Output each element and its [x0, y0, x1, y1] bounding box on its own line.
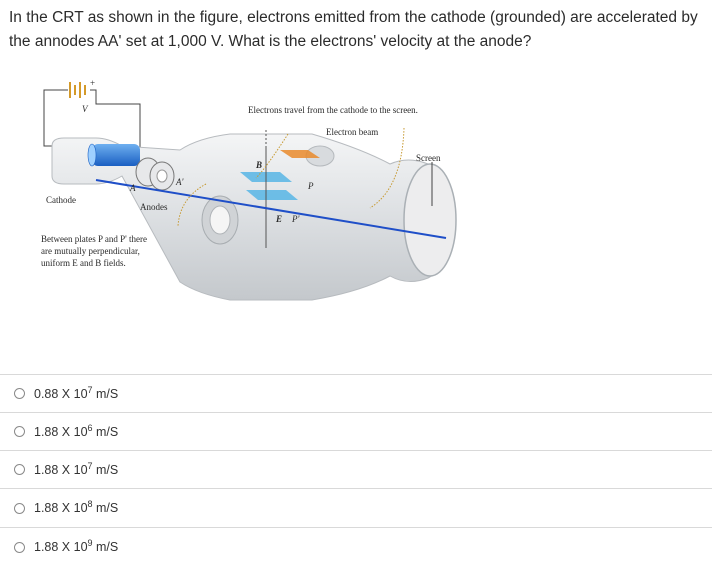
label-plates-1: Between plates P and P' there	[41, 234, 147, 244]
label-p: P	[307, 181, 314, 191]
label-a: A	[129, 183, 136, 193]
battery-icon	[69, 82, 86, 98]
option-1[interactable]: 0.88 X 107 m/S	[0, 374, 712, 412]
option-label: 1.88 X 109 m/S	[34, 537, 119, 554]
label-beam: Electron beam	[326, 127, 378, 137]
screen-face	[403, 163, 457, 277]
radio-button[interactable]	[14, 388, 25, 399]
label-plates-3: uniform E and B fields.	[41, 258, 126, 268]
cathode	[87, 143, 140, 167]
option-5[interactable]: 1.88 X 109 m/S	[0, 527, 712, 566]
crt-diagram: + V Electrons travel from the cathode to…	[41, 78, 457, 301]
option-4[interactable]: 1.88 X 108 m/S	[0, 488, 712, 527]
radio-button[interactable]	[14, 464, 25, 475]
label-a-prime: A'	[175, 177, 184, 187]
label-anodes: Anodes	[140, 202, 168, 212]
option-label: 1.88 X 107 m/S	[34, 460, 119, 477]
deflection-plates	[240, 130, 320, 248]
option-2[interactable]: 1.88 X 106 m/S	[0, 412, 712, 450]
label-screen: Screen	[416, 153, 441, 163]
label-travel: Electrons travel from the cathode to the…	[248, 105, 418, 115]
label-e: E	[275, 214, 282, 224]
label-plates-2: are mutually perpendicular,	[41, 246, 140, 256]
option-label: 1.88 X 106 m/S	[34, 422, 119, 439]
label-cathode: Cathode	[46, 195, 76, 205]
label-p-prime: P'	[291, 214, 300, 224]
svg-text:+: +	[90, 78, 95, 88]
question-text: In the CRT as shown in the figure, elect…	[9, 9, 698, 50]
radio-button[interactable]	[14, 502, 25, 514]
label-b: B	[255, 160, 262, 170]
electron-beam	[95, 179, 447, 239]
circuit: +	[43, 78, 141, 166]
radio-button[interactable]	[14, 541, 25, 553]
radio-button[interactable]	[14, 426, 25, 437]
option-label: 0.88 X 107 m/S	[34, 384, 119, 401]
anodes	[135, 157, 175, 191]
label-v: V	[82, 104, 89, 114]
answer-options: 0.88 X 107 m/S 1.88 X 106 m/S 1.88 X 107…	[0, 374, 712, 566]
option-3[interactable]: 1.88 X 107 m/S	[0, 450, 712, 488]
option-label: 1.88 X 108 m/S	[34, 498, 119, 515]
